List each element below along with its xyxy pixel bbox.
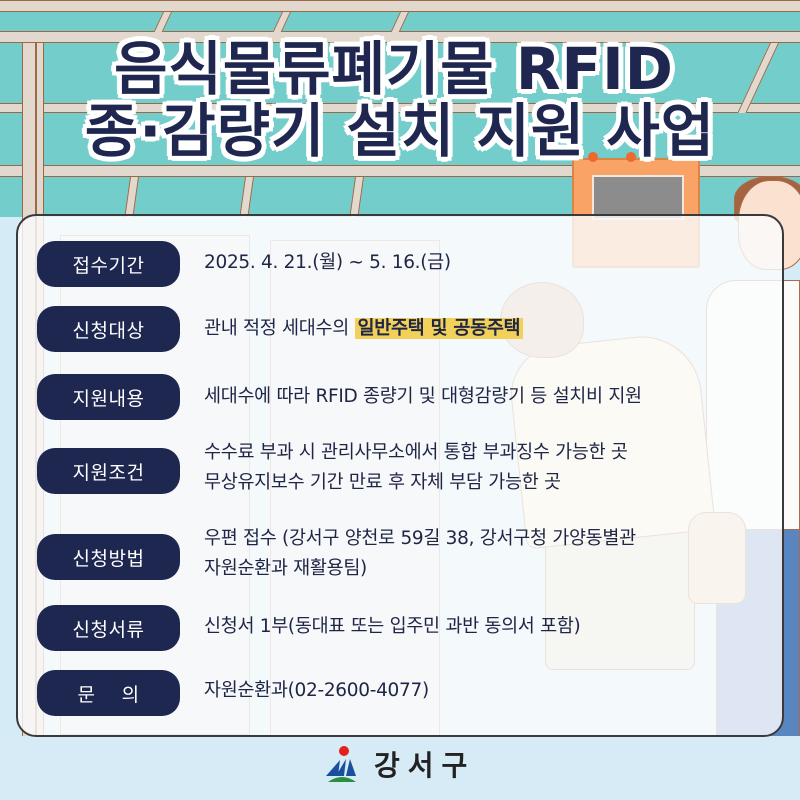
row-content: 자원순환과(02-2600-4077) xyxy=(204,676,429,706)
label-pill: 문 의 xyxy=(37,670,180,716)
label-pill: 신청서류 xyxy=(37,605,180,651)
roof-panel xyxy=(0,43,800,103)
info-row-support-details: 지원내용 세대수에 따라 RFID 종량기 및 대형감량기 등 설치비 지원 xyxy=(37,374,777,420)
info-row-support-conditions: 지원조건 수수료 부과 시 관리사무소에서 통합 부과징수 가능한 곳 무상유지… xyxy=(37,442,777,498)
info-row-eligibility: 신청대상 관내 적정 세대수의 일반주택 및 공동주택 xyxy=(37,306,777,352)
row-content: 2025. 4. 21.(월) ~ 5. 16.(금) xyxy=(204,248,451,278)
info-panel: 접수기간 2025. 4. 21.(월) ~ 5. 16.(금) 신청대상 관내… xyxy=(16,214,784,737)
logo-text: 강서구 xyxy=(374,749,476,782)
row-content: 신청서 1부(동대표 또는 입주민 과반 동의서 포함) xyxy=(204,612,581,642)
roof-beam xyxy=(0,103,800,113)
label-pill: 신청대상 xyxy=(37,306,180,352)
roof-panel xyxy=(0,113,800,165)
content-line: 우편 접수 (강서구 양천로 59길 38, 강서구청 가양동별관 xyxy=(204,528,636,549)
title-line-2: 종·감량기 설치 지원 사업 xyxy=(84,97,716,165)
content-prefix: 관내 적정 세대수의 xyxy=(204,318,355,339)
info-row-application-period: 접수기간 2025. 4. 21.(월) ~ 5. 16.(금) xyxy=(37,241,777,287)
row-content: 수수료 부과 시 관리사무소에서 통합 부과징수 가능한 곳 무상유지보수 기간… xyxy=(204,438,628,498)
content-line: 세대수에 따라 RFID 종량기 및 대형감량기 등 설치비 지원 xyxy=(204,386,642,407)
label-pill: 신청방법 xyxy=(37,534,180,580)
title-line-1: 음식물류폐기물 RFID xyxy=(114,35,674,103)
content-line: 자원순환과 재활용팀) xyxy=(204,558,367,579)
gangseo-logo: 강서구 xyxy=(322,744,475,784)
content-line: 2025. 4. 21.(월) ~ 5. 16.(금) xyxy=(204,252,451,273)
info-row-required-documents: 신청서류 신청서 1부(동대표 또는 입주민 과반 동의서 포함) xyxy=(37,605,777,651)
content-line: 신청서 1부(동대표 또는 입주민 과반 동의서 포함) xyxy=(204,616,581,637)
row-content: 세대수에 따라 RFID 종량기 및 대형감량기 등 설치비 지원 xyxy=(204,382,642,412)
label-pill: 지원내용 xyxy=(37,374,180,420)
gangseo-district-emblem-icon xyxy=(322,744,362,784)
poster-title: 음식물류폐기물 RFID 종·감량기 설치 지원 사업 xyxy=(0,38,800,162)
roof-beam xyxy=(0,31,800,43)
contact-phone: 자원순환과(02-2600-4077) xyxy=(204,680,429,701)
row-content: 관내 적정 세대수의 일반주택 및 공동주택 xyxy=(204,314,524,344)
roof-beam xyxy=(0,0,800,12)
info-row-application-method: 신청방법 우편 접수 (강서구 양천로 59길 38, 강서구청 가양동별관 자… xyxy=(37,528,777,584)
content-line: 관내 적정 세대수의 일반주택 및 공동주택 xyxy=(204,314,524,344)
content-line: 무상유지보수 기간 만료 후 자체 부담 가능한 곳 xyxy=(204,472,561,493)
indicator-light-icon xyxy=(626,152,636,162)
info-row-inquiry: 문 의 자원순환과(02-2600-4077) xyxy=(37,670,777,716)
indicator-light-icon xyxy=(588,152,598,162)
floor xyxy=(0,736,800,800)
content-line: 수수료 부과 시 관리사무소에서 통합 부과징수 가능한 곳 xyxy=(204,442,628,463)
highlighted-text: 일반주택 및 공동주택 xyxy=(354,318,524,339)
label-pill: 지원조건 xyxy=(37,448,180,494)
row-content: 우편 접수 (강서구 양천로 59길 38, 강서구청 가양동별관 자원순환과 … xyxy=(204,524,636,584)
label-pill: 접수기간 xyxy=(37,241,180,287)
